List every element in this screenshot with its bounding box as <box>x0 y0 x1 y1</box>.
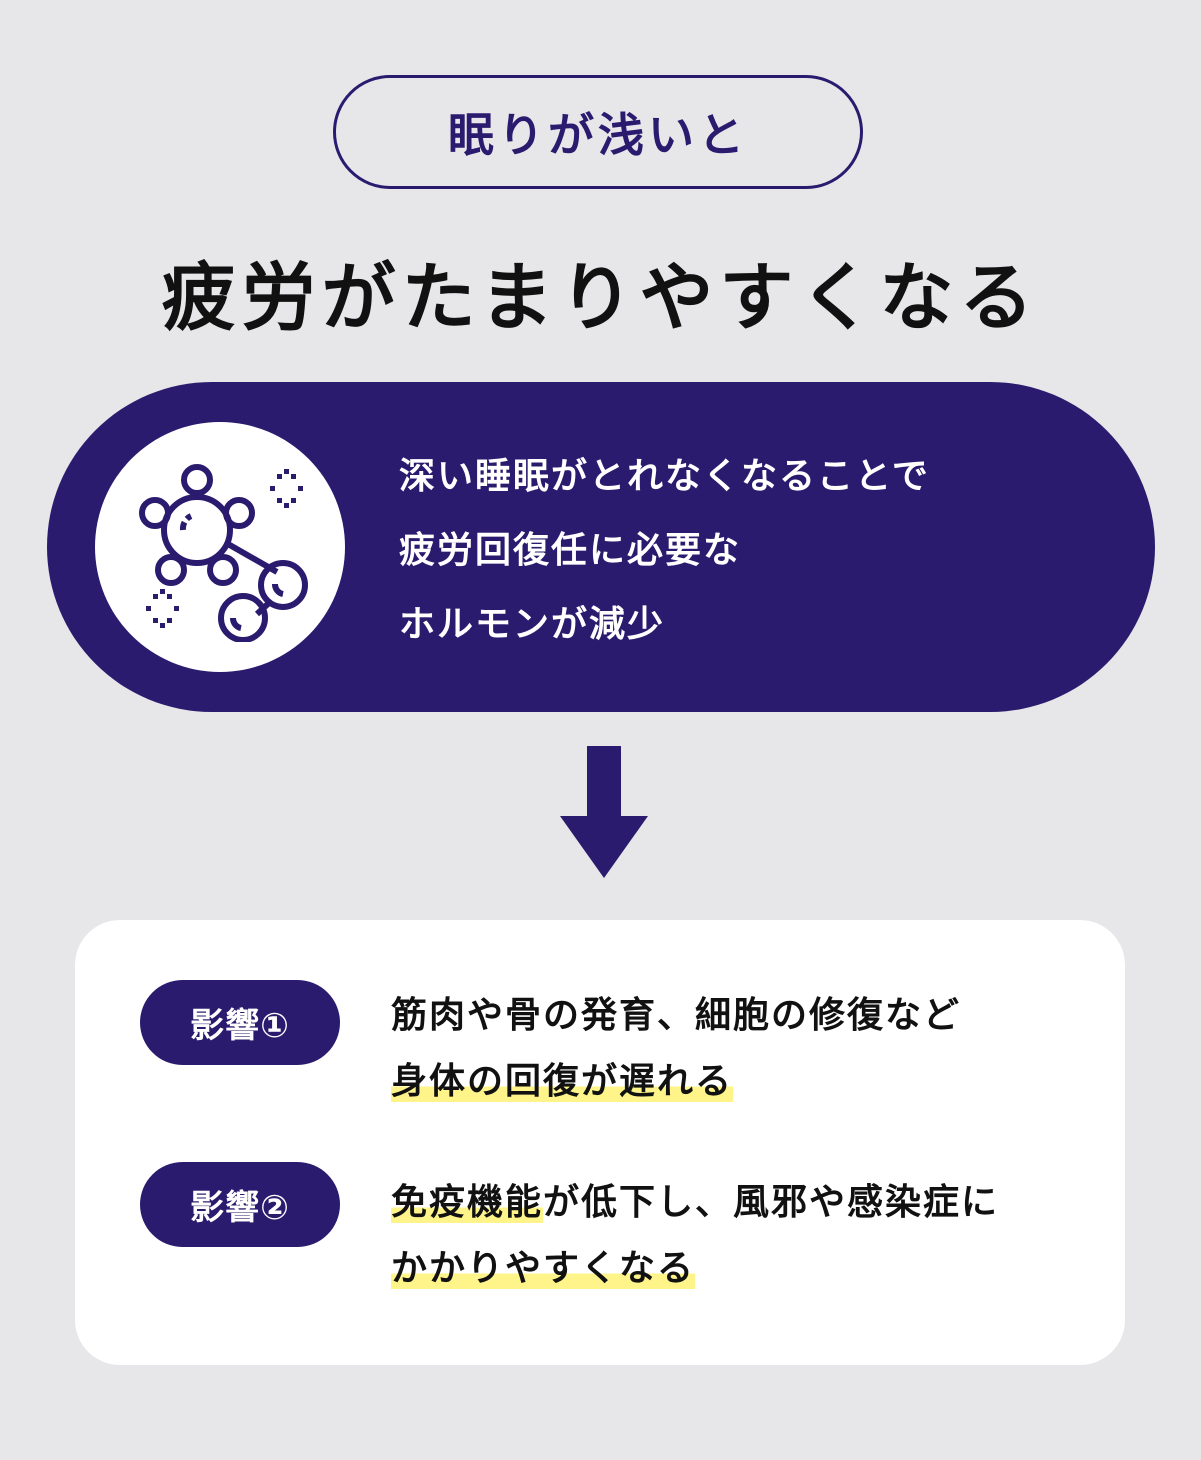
cause-panel: 深い睡眠がとれなくなることで 疲労回復任に必要な ホルモンが減少 <box>47 382 1155 712</box>
effect-line: 身体の回復が遅れる <box>391 1049 961 1115</box>
effects-card: 影響① 筋肉や骨の発育、細胞の修復など 身体の回復が遅れる 影響② 免疫機能が低… <box>75 920 1125 1365</box>
cause-line: 深い睡眠がとれなくなることで <box>399 456 930 497</box>
arrow-down-icon <box>560 746 648 878</box>
effect-badge-2: 影響② <box>140 1162 340 1247</box>
effect-badge-label: 影響① <box>190 1006 290 1046</box>
effect-line: かかりやすくなる <box>391 1236 999 1302</box>
effect-segment-highlight: かかりやすくなる <box>391 1248 696 1289</box>
icon-circle <box>95 422 345 672</box>
effect-badge-1: 影響① <box>140 980 340 1065</box>
effect-text-1: 筋肉や骨の発育、細胞の修復など 身体の回復が遅れる <box>391 983 961 1115</box>
effect-line: 筋肉や骨の発育、細胞の修復など <box>391 983 961 1049</box>
cause-line: 疲労回復任に必要な <box>399 530 742 571</box>
effect-segment-highlight: 身体の回復が遅れる <box>391 1061 734 1102</box>
effect-segment: 筋肉や骨の発育、細胞の修復など <box>391 995 962 1036</box>
cause-line: ホルモンが減少 <box>399 604 666 645</box>
molecule-icon <box>139 464 308 642</box>
topic-tag-label: 眠りが浅いと <box>448 108 748 162</box>
effect-badge-label: 影響② <box>190 1188 290 1228</box>
cause-text: 深い睡眠がとれなくなることで 疲労回復任に必要な ホルモンが減少 <box>399 440 930 662</box>
topic-tag: 眠りが浅いと <box>333 75 863 189</box>
effect-segment: が低下し、風邪や感染症に <box>543 1182 1000 1223</box>
headline: 疲労がたまりやすくなる <box>161 255 1040 341</box>
effect-line: 免疫機能が低下し、風邪や感染症に <box>391 1170 999 1236</box>
effect-segment-highlight: 免疫機能 <box>391 1182 544 1223</box>
effect-text-2: 免疫機能が低下し、風邪や感染症に かかりやすくなる <box>391 1170 999 1302</box>
